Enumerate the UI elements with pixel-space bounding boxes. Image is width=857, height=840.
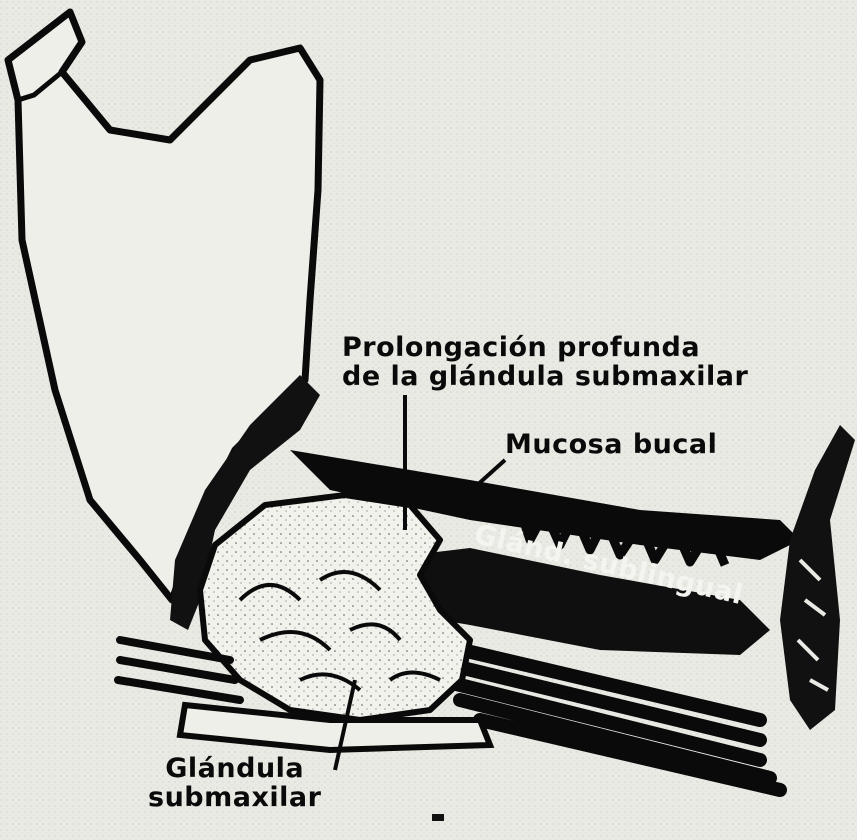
- label-submaxillary-gland: Glándula submaxilar: [148, 754, 321, 812]
- label-deep-process-line1: Prolongación profunda: [342, 333, 748, 362]
- label-submaxillary-line1: Glándula: [148, 754, 321, 783]
- label-deep-process: Prolongación profunda de la glándula sub…: [342, 333, 748, 391]
- label-oral-mucosa: Mucosa bucal: [505, 430, 717, 459]
- label-deep-process-line2: de la glándula submaxilar: [342, 362, 748, 391]
- ink-speck: [432, 814, 444, 821]
- label-submaxillary-line2: submaxilar: [148, 783, 321, 812]
